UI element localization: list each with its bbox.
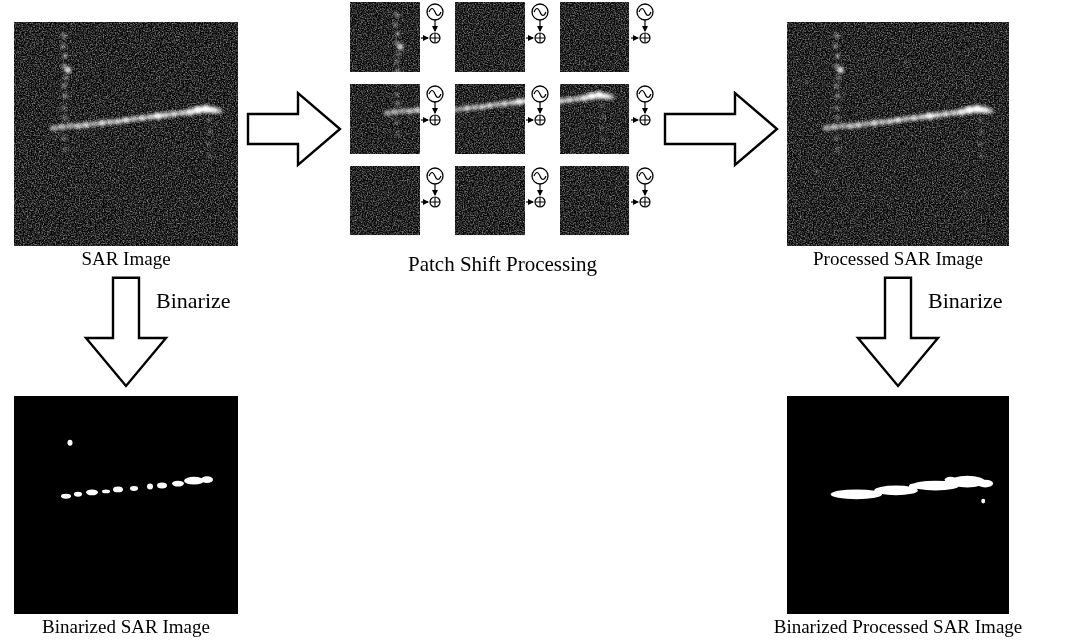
binarized-image-part-part bbox=[130, 486, 138, 491]
binarized-processed-image-part-part bbox=[977, 480, 993, 488]
processed-sar-image-part bbox=[787, 22, 1009, 246]
image-caption: Binarized SAR Image bbox=[42, 616, 210, 638]
binarized-image-part-part bbox=[157, 483, 167, 489]
binarized-processed-image-part-part bbox=[981, 499, 985, 504]
patch-grid-part bbox=[420, 26, 629, 235]
binarized-image-part-part bbox=[102, 489, 110, 493]
image-panel: Binarized Processed SAR Image bbox=[770, 396, 1027, 638]
patch-grid-part-part bbox=[350, 26, 559, 235]
binarized-image-part-part bbox=[86, 489, 98, 495]
patch-grid-part bbox=[526, 4, 548, 43]
processed-sar-image-part-part bbox=[805, 80, 809, 84]
arrow-label: Binarize bbox=[156, 288, 231, 313]
processed-sar-image-part-part bbox=[904, 60, 908, 64]
binarized-processed-image-part bbox=[831, 476, 994, 504]
binarized-image-part-part bbox=[184, 477, 204, 485]
arrow-label: Binarize bbox=[928, 288, 1003, 313]
binarized-image bbox=[14, 396, 238, 614]
image-caption: SAR Image bbox=[81, 248, 170, 270]
binarized-image-part-part bbox=[113, 487, 123, 493]
binarized-image-part-part bbox=[61, 494, 71, 499]
binarized-image-part bbox=[61, 440, 213, 499]
patch-grid-part bbox=[631, 86, 653, 125]
binarized-image-part-part bbox=[201, 476, 213, 483]
block-arrow bbox=[858, 278, 938, 386]
binarized-processed-image bbox=[787, 396, 1009, 614]
block-arrow bbox=[248, 93, 340, 165]
patch-grid-part bbox=[421, 4, 443, 43]
patch-grid-part bbox=[421, 168, 443, 207]
processed-sar-image bbox=[787, 22, 1009, 246]
binarized-processed-image-part bbox=[787, 396, 1009, 614]
sar-image-part bbox=[14, 22, 238, 246]
binarized-image-part-part bbox=[68, 440, 73, 446]
binarized-image-part bbox=[14, 396, 238, 614]
binarized-image-part-part bbox=[147, 484, 153, 490]
binarized-processed-image-part-part bbox=[909, 484, 919, 490]
block-arrow bbox=[86, 278, 166, 386]
image-panel: Processed SAR Image bbox=[787, 22, 1009, 270]
image-caption: Binarized Processed SAR Image bbox=[774, 616, 1023, 638]
image-panel: Patch Shift Processing bbox=[350, 0, 655, 276]
block-arrow bbox=[665, 93, 777, 165]
patch-grid-part bbox=[631, 4, 653, 43]
sar-image bbox=[14, 22, 238, 246]
image-panel: Binarized SAR Image bbox=[14, 396, 238, 638]
image-panel: SAR Image bbox=[14, 22, 238, 270]
patch-grid-part bbox=[631, 168, 653, 207]
processed-sar-image-part-part bbox=[815, 170, 819, 174]
binarized-processed-image-part-part bbox=[945, 477, 957, 483]
processed-sar-image-part-part bbox=[963, 190, 967, 194]
patch-grid-part-part bbox=[420, 26, 629, 235]
processed-sar-image-part bbox=[805, 60, 968, 194]
patch-grid-part bbox=[526, 168, 548, 207]
patch-grid-part bbox=[350, 26, 559, 235]
binarized-image-part-part bbox=[172, 481, 184, 487]
patch-grid-part bbox=[526, 86, 548, 125]
patch-grid bbox=[350, 0, 655, 236]
binarized-image-part-part bbox=[74, 492, 82, 497]
image-caption: Processed SAR Image bbox=[813, 248, 983, 270]
patch-grid-part bbox=[421, 86, 443, 125]
image-caption: Patch Shift Processing bbox=[408, 252, 597, 276]
